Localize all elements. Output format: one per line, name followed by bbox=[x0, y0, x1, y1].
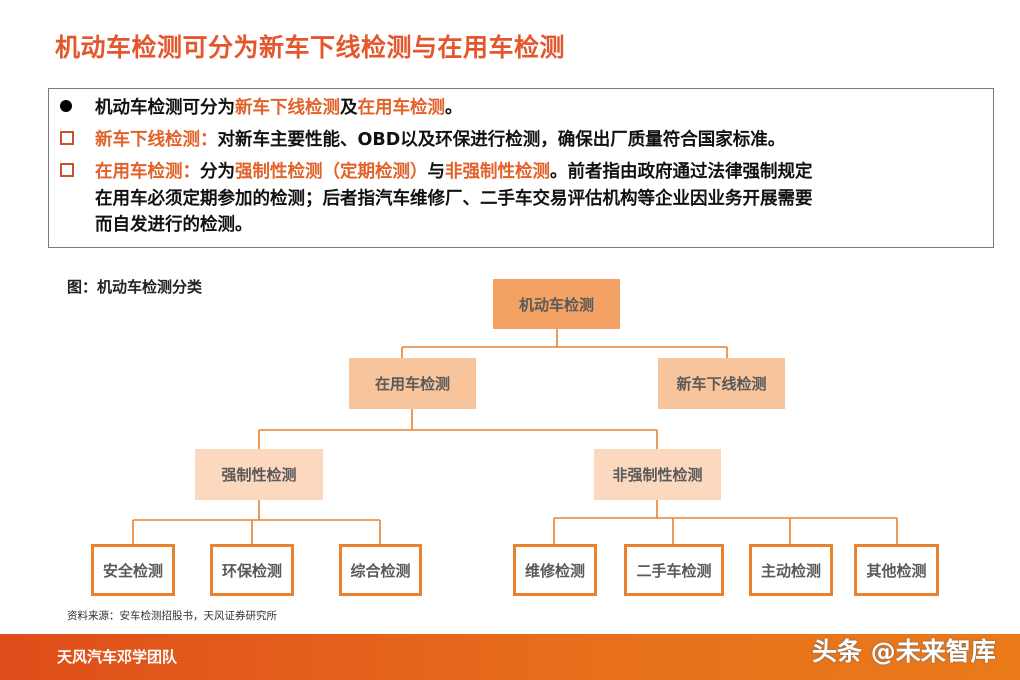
node-root: 机动车检测 bbox=[493, 279, 620, 329]
bullet-1: 机动车检测可分为新车下线检测及在用车检测。 bbox=[95, 94, 463, 119]
node-comprehensive: 综合检测 bbox=[339, 544, 422, 596]
tree-connectors bbox=[132, 329, 898, 544]
summary-box bbox=[48, 88, 994, 248]
bullet-3-line-3: 而自发进行的检测。 bbox=[95, 215, 253, 235]
highlight: 强制性检测（定期检测） bbox=[235, 162, 428, 182]
node-mandatory: 强制性检测 bbox=[195, 449, 323, 500]
highlight: 在用车检测： bbox=[95, 162, 200, 182]
node-environment: 环保检测 bbox=[210, 544, 294, 596]
bullet-3-line-2: 在用车必须定期参加的检测；后者指汽车维修厂、二手车交易评估机构等企业因业务开展需… bbox=[95, 189, 813, 209]
text: 分为 bbox=[200, 162, 235, 182]
text: 。 bbox=[445, 98, 463, 118]
text: 对新车主要性能、OBD以及环保进行检测，确保出厂质量符合国家标准。 bbox=[217, 130, 786, 150]
highlight: 在用车检测 bbox=[357, 98, 446, 118]
node-in-use: 在用车检测 bbox=[349, 358, 476, 409]
footer-bar bbox=[0, 634, 1020, 680]
text: 。前者指由政府通过法律强制规定 bbox=[550, 162, 813, 182]
bullet-3: 在用车检测：分为强制性检测（定期检测）与非强制性检测。前者指由政府通过法律强制规… bbox=[95, 158, 813, 183]
square-bullet-icon bbox=[60, 163, 74, 177]
node-active: 主动检测 bbox=[749, 544, 833, 596]
bullet-dot-icon bbox=[60, 100, 72, 112]
footer-team: 天风汽车邓学团队 bbox=[57, 648, 178, 666]
square-bullet-icon bbox=[60, 131, 74, 145]
highlight: 新车下线检测 bbox=[235, 98, 340, 118]
node-other: 其他检测 bbox=[854, 544, 939, 596]
page-title: 机动车检测可分为新车下线检测与在用车检测 bbox=[55, 33, 566, 62]
node-repair: 维修检测 bbox=[513, 544, 597, 596]
highlight: 非强制性检测 bbox=[445, 162, 550, 182]
text: 机动车检测可分为 bbox=[95, 98, 235, 118]
figure-caption: 图：机动车检测分类 bbox=[67, 278, 203, 296]
text: 与 bbox=[427, 162, 446, 182]
bullet-2: 新车下线检测：对新车主要性能、OBD以及环保进行检测，确保出厂质量符合国家标准。 bbox=[95, 126, 785, 151]
node-safety: 安全检测 bbox=[91, 544, 175, 596]
source-note: 资料来源：安车检测招股书，天风证券研究所 bbox=[67, 610, 277, 622]
node-voluntary: 非强制性检测 bbox=[594, 449, 721, 500]
text: 及 bbox=[340, 98, 358, 118]
highlight: 新车下线检测： bbox=[95, 130, 218, 150]
watermark: 头条 @未来智库 bbox=[812, 637, 996, 666]
node-new-vehicle: 新车下线检测 bbox=[658, 358, 785, 409]
node-used-car: 二手车检测 bbox=[624, 544, 724, 596]
